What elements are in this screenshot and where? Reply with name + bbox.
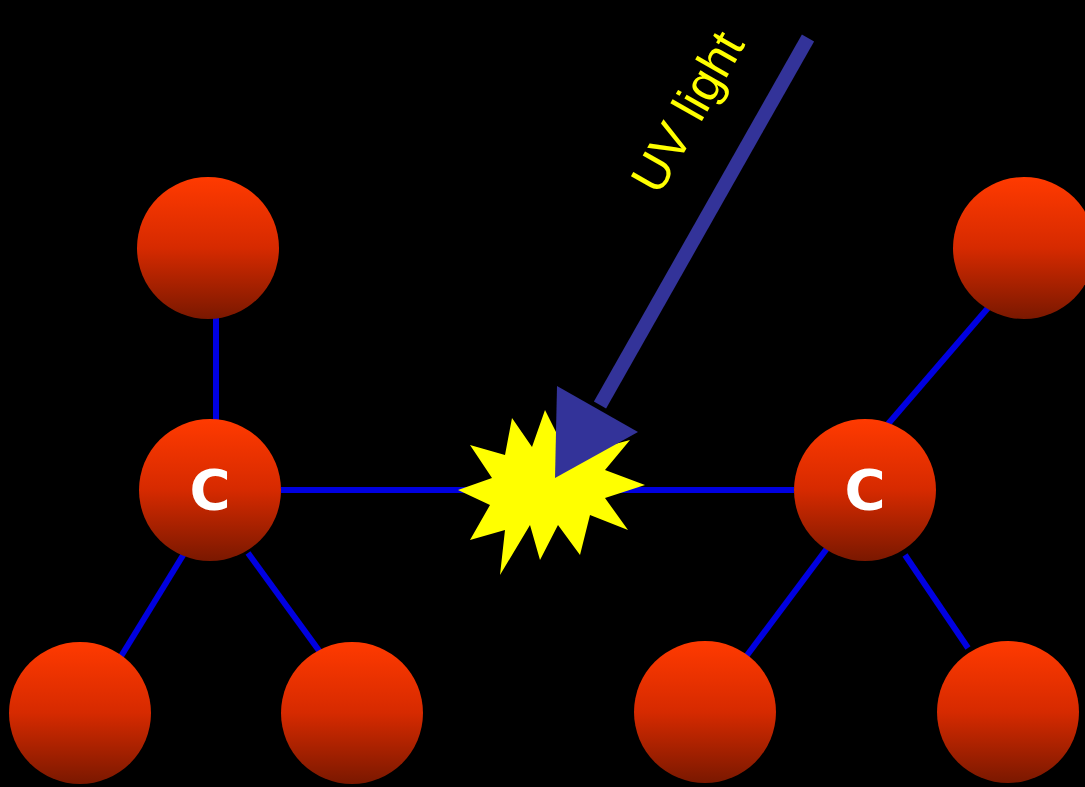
uv-arrowhead <box>555 386 638 478</box>
bond <box>745 547 828 658</box>
atom-balls <box>9 177 1085 784</box>
bond <box>248 553 328 663</box>
atom-symbol: C <box>189 462 230 518</box>
bond <box>213 310 219 430</box>
atom-ball <box>634 641 776 783</box>
bond <box>120 552 185 658</box>
atom-ball <box>953 177 1085 319</box>
bond <box>888 294 1000 424</box>
atom-ball <box>9 642 151 784</box>
atom-ball <box>137 177 279 319</box>
atom-symbol: C <box>844 462 885 518</box>
atom-ball <box>281 642 423 784</box>
carbon-atom: C <box>139 419 281 561</box>
bond-lines <box>120 294 1000 663</box>
carbon-atom: C <box>794 419 936 561</box>
atom-ball <box>937 641 1079 783</box>
bond <box>905 555 968 648</box>
